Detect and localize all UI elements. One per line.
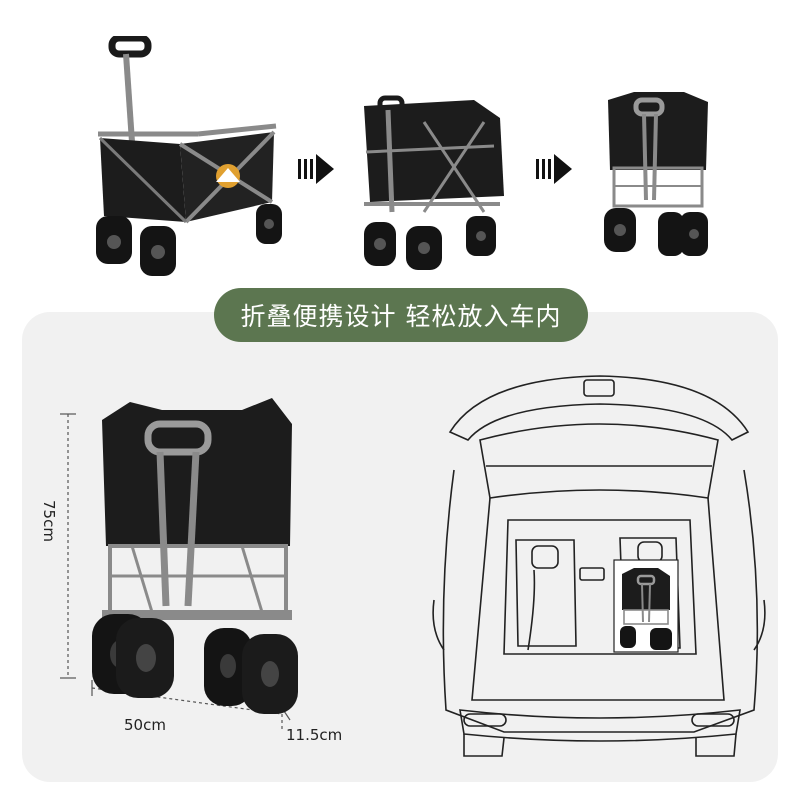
step-arrow-icon bbox=[298, 154, 334, 184]
wagon-half-folded-image bbox=[364, 95, 504, 270]
step-arrow-icon bbox=[536, 154, 572, 184]
wagon-open-image bbox=[96, 36, 282, 276]
fold-sequence-area bbox=[0, 0, 800, 330]
depth-dimension-label: 11.5cm bbox=[286, 726, 343, 744]
car-trunk-illustration bbox=[432, 375, 766, 757]
wagon-in-trunk bbox=[613, 559, 679, 653]
wagon-folded-large-image bbox=[92, 398, 298, 714]
width-dimension-label: 50cm bbox=[124, 716, 166, 734]
height-dimension-label: 75cm bbox=[40, 500, 58, 542]
feature-banner: 折叠便携设计 轻松放入车内 bbox=[214, 288, 588, 342]
banner-text: 折叠便携设计 轻松放入车内 bbox=[240, 302, 562, 331]
wagon-folded-image bbox=[604, 92, 708, 256]
